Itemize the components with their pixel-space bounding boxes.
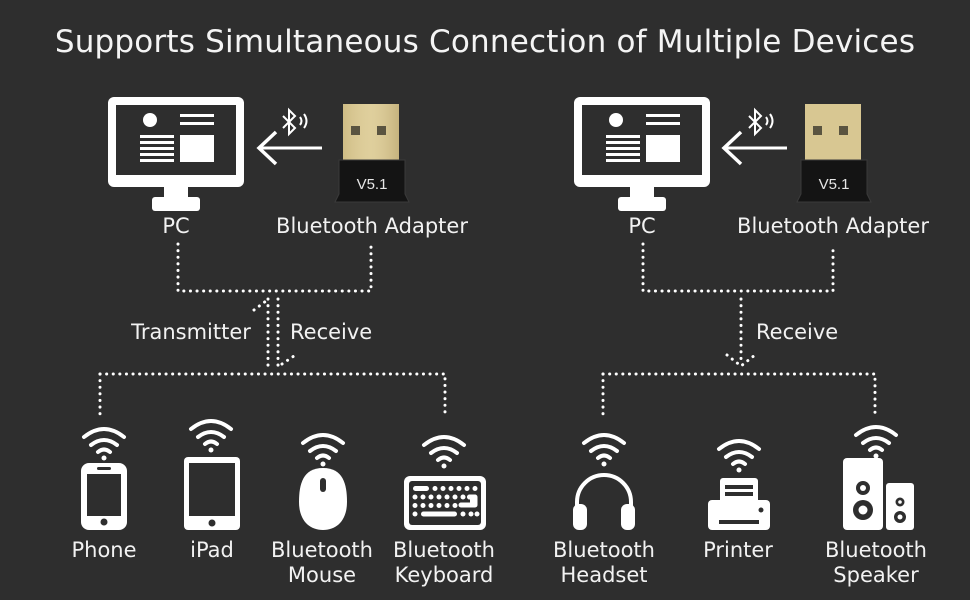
device-label-printer: Printer (703, 538, 773, 562)
receive-label: Receive (756, 320, 839, 344)
adapter-label: Bluetooth Adapter (737, 214, 929, 238)
wifi-signal-icon (422, 435, 466, 469)
wifi-signal-icon (717, 439, 761, 473)
page-title: Supports Simultaneous Connection of Mult… (54, 24, 916, 60)
device-label-mouse-2: Mouse (287, 563, 357, 587)
receive-label: Receive (290, 320, 373, 344)
ipad-icon (184, 457, 240, 530)
wifi-signal-icon (82, 427, 126, 461)
keyboard-icon (404, 476, 486, 530)
bluetooth-icon (748, 107, 774, 137)
device-label-speaker-2: Speaker (833, 563, 919, 587)
speaker-icon (843, 458, 914, 530)
adapter-version: V5.1 (356, 176, 388, 193)
transmitter-label: Transmitter (131, 320, 251, 344)
wifi-signal-icon (582, 433, 626, 467)
pc-label: PC (628, 214, 656, 238)
mouse-icon (299, 468, 347, 530)
arrow-left-icon (721, 130, 787, 166)
wifi-signal-icon (189, 419, 233, 453)
device-label-mouse-1: Bluetooth (271, 538, 373, 562)
device-label-headset-2: Headset (560, 563, 648, 587)
device-label-keyboard-1: Bluetooth (393, 538, 495, 562)
pc-label: PC (162, 214, 190, 238)
arrow-left-icon (256, 130, 322, 166)
device-label-keyboard-2: Keyboard (394, 563, 494, 587)
device-label-speaker-1: Bluetooth (825, 538, 927, 562)
device-label-phone: Phone (71, 538, 137, 562)
device-label-ipad: iPad (190, 538, 234, 562)
adapter-version: V5.1 (818, 176, 850, 193)
device-label-headset-1: Bluetooth (553, 538, 655, 562)
printer-icon (708, 478, 770, 530)
phone-icon (81, 463, 127, 530)
adapter-label: Bluetooth Adapter (276, 214, 468, 238)
headset-icon (573, 473, 635, 530)
wifi-signal-icon (301, 433, 345, 467)
bluetooth-icon (282, 107, 308, 137)
bluetooth-adapter-icon (796, 104, 872, 203)
wifi-signal-icon (854, 425, 898, 459)
pc-monitor-icon (574, 97, 710, 211)
pc-monitor-icon (108, 97, 244, 211)
bluetooth-adapter-icon (334, 104, 410, 203)
